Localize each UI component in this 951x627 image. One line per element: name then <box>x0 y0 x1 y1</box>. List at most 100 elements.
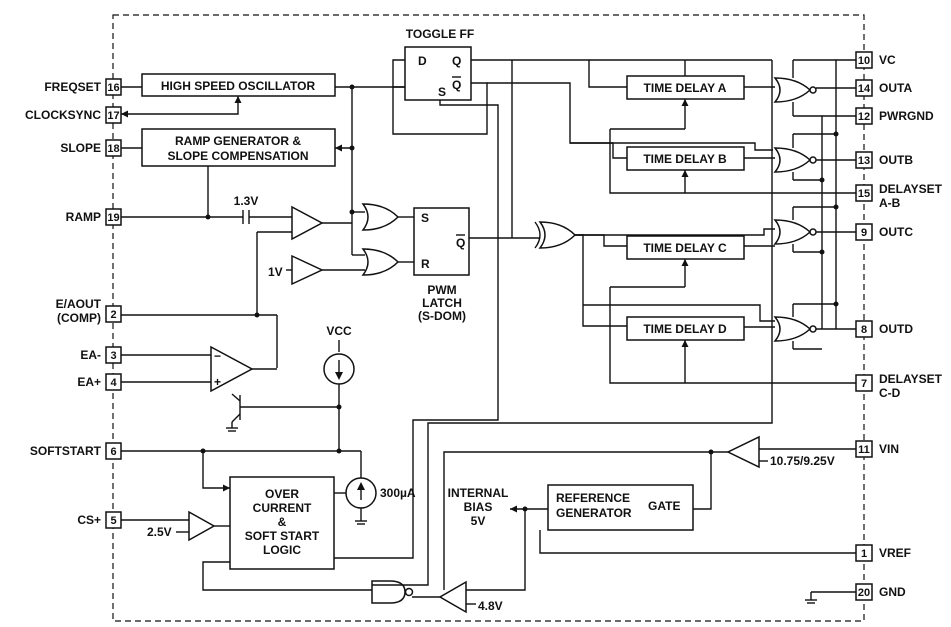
pin-delaysetcd: 7 DELAYSET C-D <box>855 372 943 400</box>
pin-vc: 10 VC <box>855 51 896 69</box>
pwm-latch-s: S <box>421 211 429 225</box>
pin-slope-number: 18 <box>107 143 119 155</box>
pin-freqset-label: FREQSET <box>44 80 101 94</box>
pin-outc-number: 9 <box>861 227 867 239</box>
label-vcc: VCC <box>326 324 352 338</box>
pin-outa-label: OUTA <box>879 81 912 95</box>
pin-csplus-number: 5 <box>110 515 116 527</box>
time-delay-c-block: TIME DELAY C <box>626 235 745 260</box>
pin-gnd-label: GND <box>879 585 906 599</box>
pin-eaplus: EA+ 4 <box>77 373 122 391</box>
toggle-ff-qbar: Q <box>452 78 461 92</box>
pin-eaplus-label: EA+ <box>77 375 101 389</box>
pin-softstart-number: 6 <box>110 446 116 458</box>
pin-outa-number: 14 <box>858 83 871 95</box>
reference-gate-label: GATE <box>648 499 680 513</box>
pwm-label-3: (S-DOM) <box>418 309 466 323</box>
time-delay-d-label: TIME DELAY D <box>643 322 727 336</box>
time-delay-b-block: TIME DELAY B <box>626 146 745 171</box>
pin-softstart-label: SOFTSTART <box>30 444 102 458</box>
label-1-3v: 1.3V <box>234 194 259 208</box>
pwm-label-1: PWM <box>427 283 456 297</box>
oscillator-block: HIGH SPEED OSCILLATOR <box>141 73 336 97</box>
time-delay-b-label: TIME DELAY B <box>643 152 727 166</box>
pin-outd-label: OUTD <box>879 322 913 336</box>
toggle-ff-title: TOGGLE FF <box>406 27 474 41</box>
label-vin-threshold: 10.75/9.25V <box>770 454 835 468</box>
time-delay-d-block: TIME DELAY D <box>626 316 745 341</box>
pin-outa: 14 OUTA <box>855 79 912 97</box>
pin-vc-label: VC <box>879 53 896 67</box>
label-300ua: 300µA <box>380 486 416 500</box>
pin-eaout-number: 2 <box>110 309 116 321</box>
pin-delaysetab: 15 DELAYSET A-B <box>855 182 943 210</box>
label-internal-1: INTERNAL <box>448 486 509 500</box>
pin-eaout: E/AOUT (COMP) 2 <box>56 297 122 325</box>
label-internal-2: BIAS <box>464 500 493 514</box>
wiring: 1.3V 1V − + <box>121 59 856 614</box>
pwm-label-2: LATCH <box>422 296 462 310</box>
label-2-5v: 2.5V <box>147 525 172 539</box>
overcurrent-block: OVER CURRENT & SOFT START LOGIC <box>229 476 335 570</box>
pin-slope: SLOPE 18 <box>60 139 122 157</box>
reference-generator-block: REFERENCE GENERATOR GATE <box>547 484 694 531</box>
time-delay-a-block: TIME DELAY A <box>626 75 745 100</box>
pin-ramp-label: RAMP <box>66 210 101 224</box>
pin-delaysetab-label-2: A-B <box>879 196 901 210</box>
toggle-ff-s: S <box>438 85 446 99</box>
ramp-generator-label-1: RAMP GENERATOR & <box>175 134 301 148</box>
pin-vc-number: 10 <box>858 55 870 67</box>
pin-vref-number: 1 <box>861 548 867 560</box>
label-1v: 1V <box>268 265 283 279</box>
pin-outc-label: OUTC <box>879 225 913 239</box>
overcurrent-label-4: SOFT START <box>245 529 320 543</box>
overcurrent-label-3: & <box>278 515 287 529</box>
reference-label-2: GENERATOR <box>556 506 632 520</box>
ramp-generator-label-2: SLOPE COMPENSATION <box>167 149 308 163</box>
pin-vin: 11 VIN <box>855 440 899 458</box>
time-delay-c-label: TIME DELAY C <box>643 241 727 255</box>
pwm-latch-r: R <box>421 257 430 271</box>
toggle-ff-block: TOGGLE FF D Q Q S <box>404 27 474 101</box>
pin-gnd: 20 GND <box>855 583 906 601</box>
ic-boundary <box>112 14 865 622</box>
pin-freqset-number: 16 <box>107 82 119 94</box>
toggle-ff-q: Q <box>452 54 461 68</box>
pin-outd-number: 8 <box>861 324 867 336</box>
reference-label-1: REFERENCE <box>556 491 630 505</box>
pin-freqset: FREQSET 16 <box>44 78 122 96</box>
pin-eaout-label: E/AOUT <box>56 297 102 311</box>
ea-minus-sign: − <box>214 349 221 363</box>
pin-clocksync-label: CLOCKSYNC <box>25 108 101 122</box>
pin-ramp: RAMP 19 <box>66 208 122 226</box>
pin-delaysetab-number: 15 <box>858 188 870 200</box>
pin-eaminus-number: 3 <box>110 350 116 362</box>
pin-clocksync: CLOCKSYNC 17 <box>25 106 122 124</box>
ea-plus-sign: + <box>214 375 221 389</box>
label-4-8v: 4.8V <box>478 599 503 613</box>
pin-csplus: CS+ 5 <box>77 511 122 529</box>
pwm-latch-block: S R Q PWM LATCH (S-DOM) <box>413 207 470 323</box>
pin-outd: 8 OUTD <box>855 320 913 338</box>
pin-delaysetcd-label: DELAYSET <box>879 372 943 386</box>
pin-delaysetab-label: DELAYSET <box>879 182 943 196</box>
pin-outb: 13 OUTB <box>855 151 913 169</box>
toggle-ff-d: D <box>418 54 427 68</box>
pin-eaout-label-2: (COMP) <box>57 311 101 325</box>
pin-outb-label: OUTB <box>879 153 913 167</box>
overcurrent-label-1: OVER <box>265 487 299 501</box>
pin-vref: 1 VREF <box>855 544 911 562</box>
pin-pwrgnd-label: PWRGND <box>879 109 934 123</box>
pin-outb-number: 13 <box>858 155 870 167</box>
pin-eaminus-label: EA- <box>80 348 101 362</box>
pin-vin-label: VIN <box>879 442 899 456</box>
pin-csplus-label: CS+ <box>77 513 101 527</box>
pin-ramp-number: 19 <box>107 212 119 224</box>
oscillator-label: HIGH SPEED OSCILLATOR <box>161 79 316 93</box>
pin-pwrgnd-number: 12 <box>858 111 870 123</box>
pin-eaplus-number: 4 <box>110 377 117 389</box>
pin-vin-number: 11 <box>858 444 870 456</box>
ramp-generator-block: RAMP GENERATOR & SLOPE COMPENSATION <box>141 128 336 167</box>
time-delay-a-label: TIME DELAY A <box>644 81 727 95</box>
